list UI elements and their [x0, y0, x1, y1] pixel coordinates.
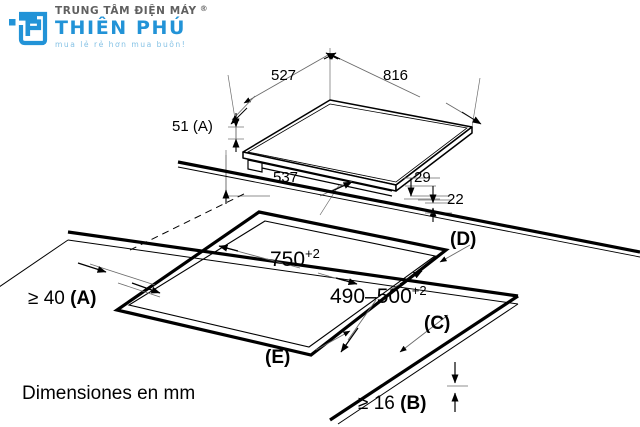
cutout-depth-tolerance: +2	[411, 283, 427, 298]
worktop-rear-edge	[177, 160, 640, 258]
hob-underbody	[247, 159, 393, 197]
dimension-537	[222, 155, 353, 204]
label-callout-E: (E)	[265, 347, 291, 368]
label-callout-D: (D)	[450, 229, 477, 250]
label-min-worktop-thickness: ≥ 16 (B)	[358, 393, 427, 414]
label-dimension-29: 29	[414, 169, 431, 186]
label-dimension-cutout-depth: 490–500+2	[330, 283, 427, 309]
cutout-width-value: 750	[270, 248, 306, 271]
logo-tagline: mua lẻ rẻ hơn mua buôn!	[55, 39, 187, 49]
dimension-min-40	[77, 262, 161, 298]
hidden-projection-line	[129, 191, 249, 251]
callout-leader-C	[399, 314, 449, 353]
dimension-min-16	[447, 362, 468, 412]
dimension-750	[218, 244, 358, 286]
registered-trademark-icon: ®	[199, 4, 209, 13]
label-dimension-816: 816	[383, 67, 409, 84]
logo-brand-line1: TRUNG TÂM ĐIỆN MÁY	[55, 5, 197, 17]
cutout-depth-value: 490–500	[330, 285, 412, 308]
label-min-rear-clearance: ≥ 40 (A)	[28, 288, 97, 309]
dimension-490-500	[340, 270, 423, 353]
callout-leader-E	[315, 330, 351, 351]
cutout-width-tolerance: +2	[305, 246, 320, 261]
store-watermark-logo: TRUNG TÂM ĐIỆN MÁY ® THIÊN PHÚ mua lẻ rẻ…	[8, 4, 209, 49]
worktop-left-edge	[0, 239, 69, 287]
worktop-front-edge	[67, 230, 519, 305]
logo-brand-line2: THIÊN PHÚ	[55, 16, 187, 39]
worktop-right-edge	[329, 294, 519, 425]
logo-line-1: TRUNG TÂM ĐIỆN MÁY ®	[55, 4, 209, 17]
apex-arrows	[323, 52, 339, 60]
label-dimension-537: 537	[273, 169, 299, 186]
hob-bezel	[246, 103, 468, 183]
footer-units-note: Dimensiones en mm	[22, 383, 196, 404]
tp-monogram-icon	[8, 7, 48, 47]
worktop-cutout	[113, 210, 450, 357]
label-dimension-51A: 51 (A)	[172, 118, 213, 135]
label-dimension-cutout-width: 750+2	[270, 246, 320, 272]
label-callout-C: (C)	[424, 313, 451, 334]
callout-leader-D	[439, 244, 471, 263]
logo-wordmark: TRUNG TÂM ĐIỆN MÁY ® THIÊN PHÚ mua lẻ rẻ…	[55, 4, 209, 49]
dimension-51A	[228, 113, 244, 152]
label-dimension-527: 527	[271, 67, 297, 84]
label-dimension-22: 22	[447, 191, 464, 208]
